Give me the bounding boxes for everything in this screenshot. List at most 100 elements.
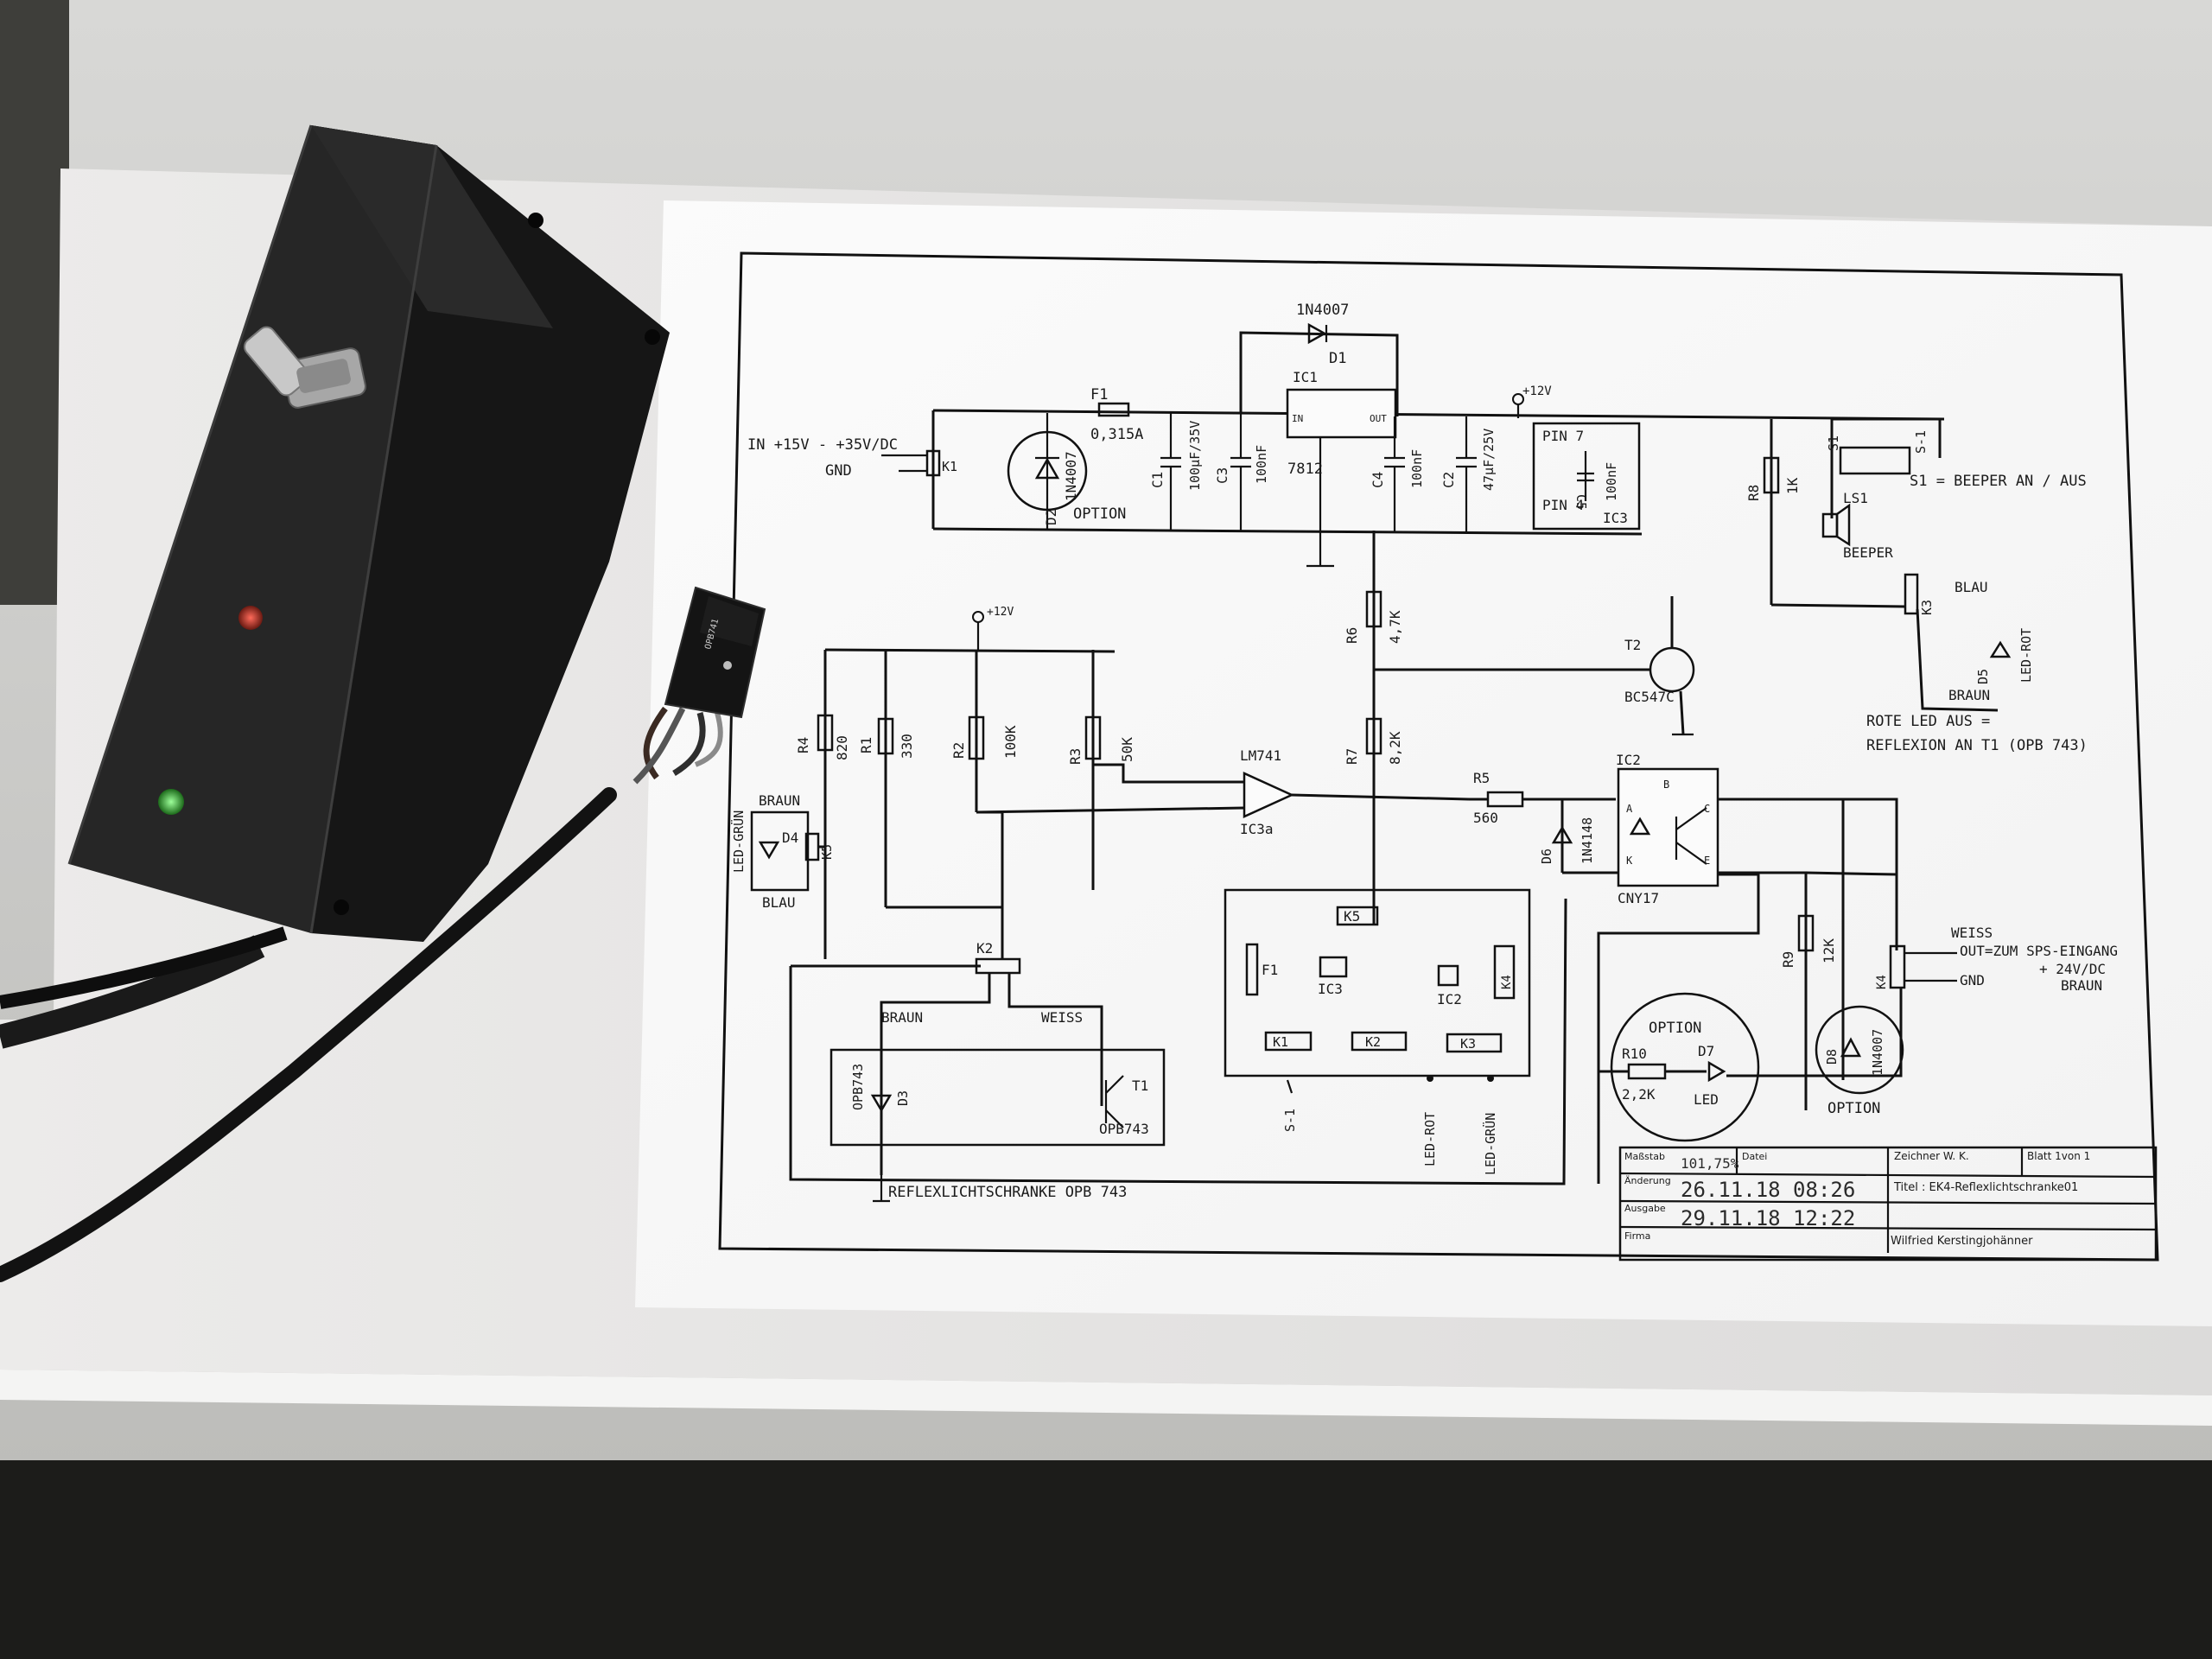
r10-label: R10	[1622, 1046, 1647, 1062]
ic1-in: IN	[1292, 413, 1303, 424]
sensor-section	[789, 898, 1567, 1203]
ic2-led	[1629, 817, 1651, 836]
diode-d8-circle	[1815, 1005, 1904, 1095]
screw-2	[645, 329, 660, 345]
regulator-ic1	[1286, 388, 1397, 439]
c1-label: C1	[1149, 472, 1166, 488]
pcb-k1-label: K1	[1273, 1034, 1288, 1050]
led-green-section	[750, 810, 825, 892]
sensor-caption: REFLEXLICHTSCHRANKE OPB 743	[888, 1184, 1127, 1201]
pcb-k1	[1264, 1031, 1313, 1052]
cable-main	[0, 787, 617, 1282]
option-led-title: OPTION	[1649, 1020, 1701, 1037]
t2-label: T2	[1624, 637, 1641, 653]
pcb-k4	[1493, 944, 1516, 1000]
r1-label: R1	[858, 737, 874, 753]
diode-d2	[1034, 457, 1060, 480]
r1-value: 330	[899, 734, 915, 759]
title-block	[1618, 1146, 2158, 1262]
pcb-k5-label: K5	[1344, 908, 1360, 925]
t1-label: T1	[1132, 1077, 1148, 1094]
led-green-frame	[750, 810, 810, 892]
pcb-ic2-label: IC2	[1437, 991, 1462, 1007]
d1-label: D1	[1329, 350, 1346, 367]
k5-label: K5	[819, 844, 835, 860]
tb-titel: Titel : EK4-Reflexlichtschranke01	[1893, 1181, 2078, 1194]
resistor-r7	[1365, 717, 1382, 755]
braun-label-k5: BRAUN	[759, 792, 800, 809]
d7-led: LED	[1694, 1091, 1719, 1108]
c3-label: C3	[1214, 467, 1230, 484]
r5-label: R5	[1473, 770, 1490, 786]
r7-value: 8,2K	[1387, 731, 1403, 765]
r8-value: 1K	[1784, 477, 1801, 494]
r6-label: R6	[1344, 627, 1360, 644]
tb-datei: Datei	[1742, 1151, 1767, 1162]
c2-label: C2	[1440, 472, 1457, 488]
f1-value: 0,315A	[1090, 426, 1143, 443]
dark-floor	[0, 1460, 2212, 1659]
tb-ausgabe-date: 29.11.18 12:22	[1681, 1206, 1855, 1230]
note-line2: REFLEXION AN T1 (OPB 743)	[1866, 737, 2088, 754]
c5-label: C5	[1573, 494, 1589, 510]
beeper-section	[1374, 417, 2012, 736]
toggle-switch[interactable]	[241, 324, 367, 410]
r3-value: 50K	[1119, 737, 1135, 762]
ic2-pin-a: A	[1626, 803, 1633, 815]
led-d7	[1707, 1060, 1726, 1083]
c4-value: 100nF	[1409, 449, 1425, 488]
d8-option: OPTION	[1827, 1100, 1880, 1117]
tb-aenderung: Änderung	[1624, 1175, 1671, 1186]
r7-label: R7	[1344, 748, 1360, 765]
sensor-frame	[830, 1048, 1166, 1147]
cable-device-left-2	[0, 926, 288, 1009]
pcb-outline	[1224, 888, 1531, 1077]
black-enclosure	[67, 124, 670, 942]
pcb-ic3-label: IC3	[1318, 981, 1343, 997]
diode-d6	[1551, 825, 1573, 844]
d8-label: D8	[1824, 1049, 1840, 1065]
led-d5	[1989, 640, 2012, 658]
dark-left-corner	[0, 0, 69, 605]
c3-value: 100nF	[1254, 445, 1269, 484]
red-led	[238, 606, 263, 630]
ic3-pin7: PIN 7	[1542, 428, 1584, 444]
screw-1	[528, 213, 543, 228]
c5-value: 100nF	[1604, 462, 1619, 501]
r8-label: R8	[1745, 485, 1762, 501]
c2-value: 47µF/25V	[1481, 429, 1497, 491]
r2-value: 100K	[1002, 725, 1019, 759]
gnd-label-out: GND	[1960, 972, 1985, 988]
ic3-pin4: PIN 4	[1542, 497, 1584, 513]
tb-scale: 101,75%	[1681, 1155, 1739, 1172]
opamp-ic3a	[1243, 772, 1295, 818]
weiss-label-k2: WEISS	[1041, 1009, 1083, 1026]
opamp-ref: IC3a	[1240, 821, 1274, 837]
r4-value: 820	[834, 735, 850, 760]
s-1-label: S-1	[1913, 430, 1929, 454]
connector-k4	[1889, 944, 1906, 989]
enclosure-front	[69, 125, 436, 933]
option-led-circle	[1610, 992, 1760, 1142]
resistor-r9	[1797, 914, 1815, 952]
led-d3	[870, 1094, 893, 1113]
d2-label: D2	[1043, 509, 1059, 525]
k2-label: K2	[976, 940, 993, 957]
pcb-layout	[1224, 888, 1531, 1094]
ic1-out: OUT	[1370, 413, 1387, 424]
pcb-k3	[1446, 1033, 1503, 1053]
d7-label: D7	[1698, 1043, 1714, 1059]
d3-label: D3	[895, 1090, 911, 1106]
resistor-r6	[1365, 590, 1382, 628]
opamp-label: LM741	[1240, 747, 1281, 764]
connector-k3	[1904, 573, 1919, 615]
tb-blatt: Blatt 1von 1	[2027, 1150, 2090, 1162]
pcb-led-rot-label: LED-ROT	[1422, 1112, 1438, 1166]
beeper-cone	[1835, 503, 1851, 547]
tb-massstab: Maßstab	[1624, 1151, 1665, 1162]
cable-device-left	[0, 935, 265, 1049]
d2-type: 1N4007	[1063, 451, 1079, 501]
beeper-label: BEEPER	[1843, 544, 1893, 561]
weiss-label-out: WEISS	[1951, 925, 1993, 941]
f1-label: F1	[1090, 386, 1108, 404]
